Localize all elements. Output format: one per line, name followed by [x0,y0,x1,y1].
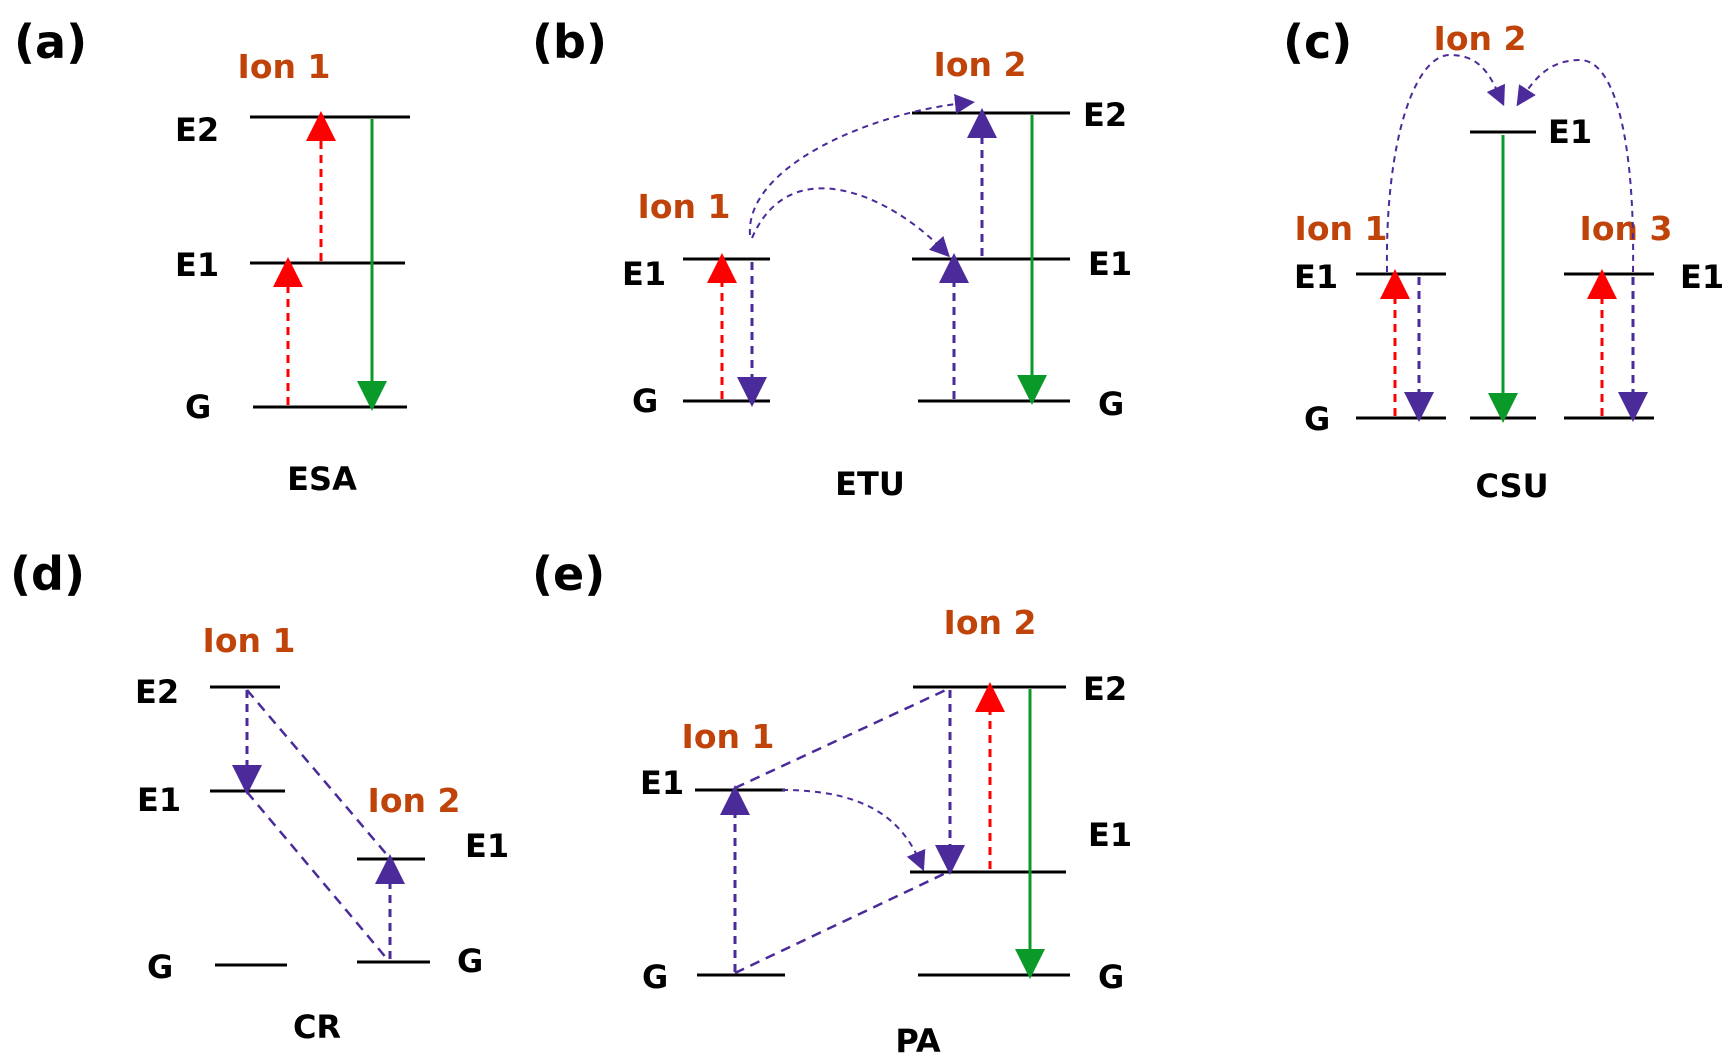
panel-d-label: (d) [10,547,85,601]
panel-e-ion2-e1-label: E1 [1088,816,1132,854]
panel-c-transfer-curve-right [1516,58,1635,273]
panel-d-ion2-e1-label: E1 [465,827,509,865]
panel-a-process-label: ESA [287,460,357,498]
panel-e-ion2-label: Ion 2 [944,603,1037,642]
panel-b-ion2-label: Ion 2 [934,45,1027,84]
panel-e-cross-line-upper [734,687,949,790]
panel-e-ion1-e1-label: E1 [640,764,684,802]
panel-e-transfer-curve [781,789,926,872]
panel-c-ion2-e1-label: E1 [1548,113,1592,151]
panel-c-ion2-label: Ion 2 [1434,19,1527,58]
panel-d-ion1-e2-label: E2 [135,673,179,711]
panel-d-cross-line-upper [246,689,389,857]
panel-b-ion1-g-label: G [632,382,658,420]
panel-d-ion1-label: Ion 1 [203,621,296,660]
panel-b-process-label: ETU [835,465,905,503]
panel-c-label: (c) [1283,15,1352,69]
panel-d-ion1-e1-label: E1 [137,781,181,819]
panel-b-ion1-label: Ion 1 [638,187,731,226]
panel-a-e2-label: E2 [175,111,219,149]
panel-b-label: (b) [532,15,607,69]
panel-b-ion2-g-label: G [1098,385,1124,423]
panel-d-process-label: CR [293,1008,341,1046]
panel-e-label: (e) [532,547,605,601]
panel-b-ion1-e1-label: E1 [622,255,666,293]
panel-b-ion2-e2-label: E2 [1083,96,1127,134]
panel-d-ion2-label: Ion 2 [368,781,461,820]
panel-b-transfer-curve-upper [748,94,975,236]
panel-d-cross-line-lower [246,791,389,961]
panel-c-ion3-e1-label: E1 [1680,258,1724,296]
panel-a-e1-label: E1 [175,246,219,284]
panel-c-transfer-curve-left [1385,53,1505,273]
panel-a-label: (a) [14,15,87,69]
panel-e: (e) Ion 1 Ion 2 E1 G E2 E1 G PA [532,547,1132,1053]
panel-c: (c) Ion 1 Ion 2 Ion 3 E1 G E1 E1 CSU [1283,15,1724,505]
panel-b-transfer-curve-lower [751,187,950,258]
panel-b-ion2-e1-label: E1 [1088,245,1132,283]
panel-e-ion1-label: Ion 1 [682,717,775,756]
panel-d-ion2-g-label: G [457,942,483,980]
panel-c-ion1-e1-label: E1 [1294,258,1338,296]
panel-c-ion1-label: Ion 1 [1295,209,1388,248]
panel-c-ion1-g-label: G [1304,400,1330,438]
panel-e-ion2-g-label: G [1098,958,1124,996]
panel-e-process-label: PA [895,1022,941,1053]
panel-e-ion1-g-label: G [642,958,668,996]
panel-b: (b) Ion 1 Ion 2 E1 G E2 E1 G ETU [532,15,1132,503]
panel-c-process-label: CSU [1475,467,1548,505]
panel-c-ion3-label: Ion 3 [1580,209,1673,248]
panel-d: (d) Ion 1 Ion 2 E2 E1 G E1 G CR [10,547,509,1046]
panel-a: (a) Ion 1 E2 E1 G ESA [14,15,410,498]
panel-e-ion2-e2-label: E2 [1083,670,1127,708]
panel-e-cross-line-lower [734,870,949,975]
panel-d-ion1-g-label: G [147,948,173,986]
panel-a-ion1-label: Ion 1 [238,47,331,86]
panel-a-g-label: G [185,388,211,426]
